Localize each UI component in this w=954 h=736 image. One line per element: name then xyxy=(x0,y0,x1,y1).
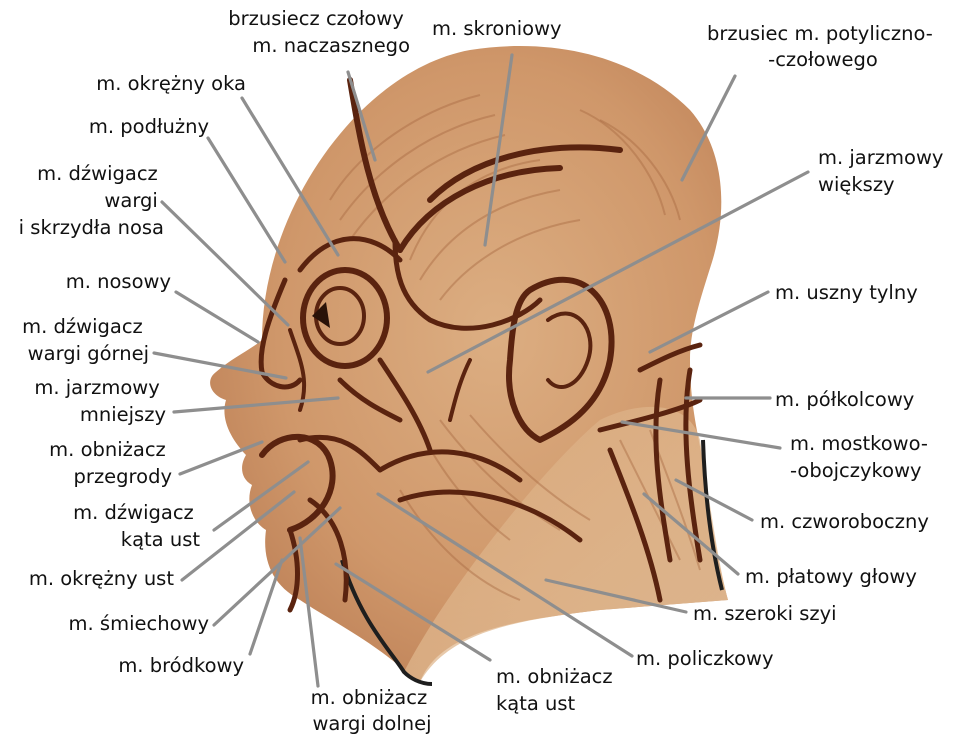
label-orbicularis-oculi: m. okrężny oka xyxy=(96,72,246,95)
label-semispinalis: m. półkolcowy xyxy=(775,388,914,411)
label-zygomaticus-minor: m. jarzmowy mniejszy xyxy=(34,376,166,426)
label-depressor-septi: m. obniżacz przegrody xyxy=(49,438,172,488)
label-levator-labii-alaeque: m. dźwigacz wargi i skrzydła nosa xyxy=(19,162,164,239)
label-depressor-labii-inferioris: m. obniżacz wargi dolnej xyxy=(311,686,434,735)
label-occipitofrontalis: brzusiec m. potyliczno- -czołowego xyxy=(707,22,939,71)
label-orbicularis-oris: m. okrężny ust xyxy=(29,567,174,590)
label-levator-anguli-oris: m. dźwigacz kąta ust xyxy=(73,501,200,551)
label-sternocleidomastoid: m. mostkowo- -obojczykowy xyxy=(790,432,934,482)
label-temporalis: m. skroniowy xyxy=(432,17,562,40)
label-buccinator: m. policzkowy xyxy=(636,647,774,670)
label-nasalis: m. nosowy xyxy=(66,270,171,293)
leader-mentalis xyxy=(250,560,282,654)
label-zygomaticus-major: m. jarzmowy większy xyxy=(818,146,950,196)
label-platysma: m. szeroki szyi xyxy=(693,602,837,625)
label-splenius-capitis: m. płatowy głowy xyxy=(745,565,917,588)
label-frontal-belly: brzusiecz czołowy m. naczasznego xyxy=(228,7,410,57)
label-procerus: m. podłużny xyxy=(89,115,209,138)
label-auricularis-posterior: m. uszny tylny xyxy=(775,281,918,304)
label-depressor-anguli-oris: m. obniżacz kąta ust xyxy=(496,665,619,715)
label-levator-labii-superioris: m. dźwigacz wargi górnej xyxy=(22,315,149,365)
head-illustration xyxy=(210,46,728,684)
label-mentalis: m. bródkowy xyxy=(118,654,244,677)
label-trapezius: m. czworoboczny xyxy=(760,510,929,533)
leader-levator-labii-alaeque xyxy=(162,202,288,325)
leader-procerus xyxy=(208,138,285,262)
label-risorius: m. śmiechowy xyxy=(69,612,209,635)
leader-nasalis xyxy=(176,292,258,342)
